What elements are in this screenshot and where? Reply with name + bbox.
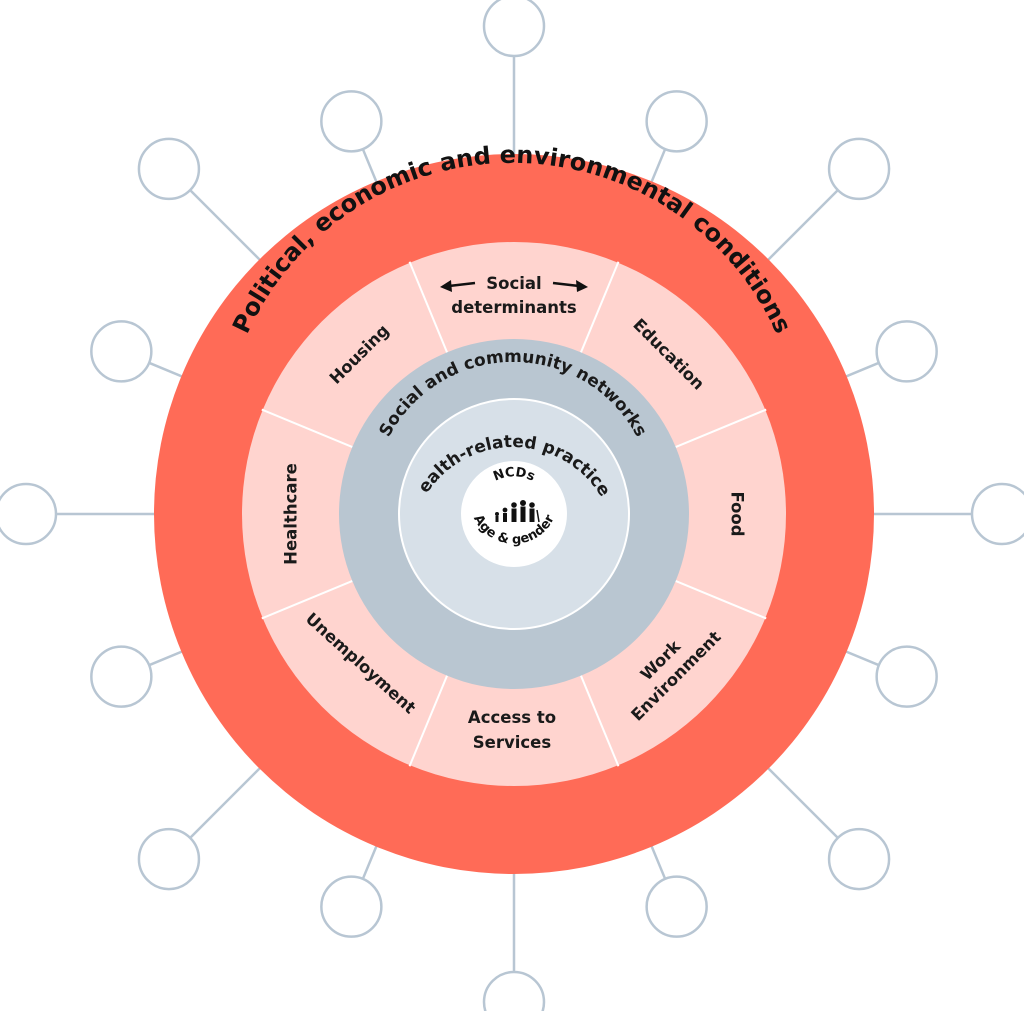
spoke-node: [482, 970, 546, 1016]
right-arrow-icon: [552, 280, 588, 292]
spoke-node: [90, 320, 153, 383]
family-age-figures-icon: [495, 500, 540, 523]
spoke-node: [827, 137, 891, 201]
spoke-node: [320, 875, 383, 938]
segment-healthcare-label: Healthcare: [282, 463, 301, 565]
spoke-node: [875, 645, 938, 708]
segment-dividers: [261, 261, 767, 767]
segment-divider: [261, 578, 358, 620]
segment-divider: [408, 670, 450, 767]
segment-divider: [670, 408, 767, 450]
social-determinants-label-line1: Social: [486, 274, 541, 293]
segment-divider: [261, 408, 358, 450]
spoke-node: [875, 320, 938, 383]
access-to-services-line1: Access to: [468, 708, 556, 727]
spoke-node: [90, 645, 153, 708]
segment-divider: [670, 578, 767, 620]
spoke-node: [0, 482, 58, 546]
segment-divider: [408, 261, 450, 358]
segment-food-label: Food: [728, 491, 747, 536]
segment-divider: [578, 261, 620, 358]
spoke-node: [970, 482, 1024, 546]
segment-divider: [578, 670, 620, 767]
spoke-node: [137, 137, 201, 201]
spoke-node: [827, 827, 891, 891]
spoke-node: [320, 90, 383, 153]
social-determinants-header: Social determinants: [440, 274, 588, 317]
spoke-node: [137, 827, 201, 891]
left-arrow-icon: [440, 280, 476, 292]
spoke-node: [645, 90, 708, 153]
spoke-node: [645, 875, 708, 938]
spoke-node: [482, 0, 546, 58]
access-to-services-line2: Services: [473, 733, 552, 752]
social-determinants-label-line2: determinants: [451, 298, 577, 317]
